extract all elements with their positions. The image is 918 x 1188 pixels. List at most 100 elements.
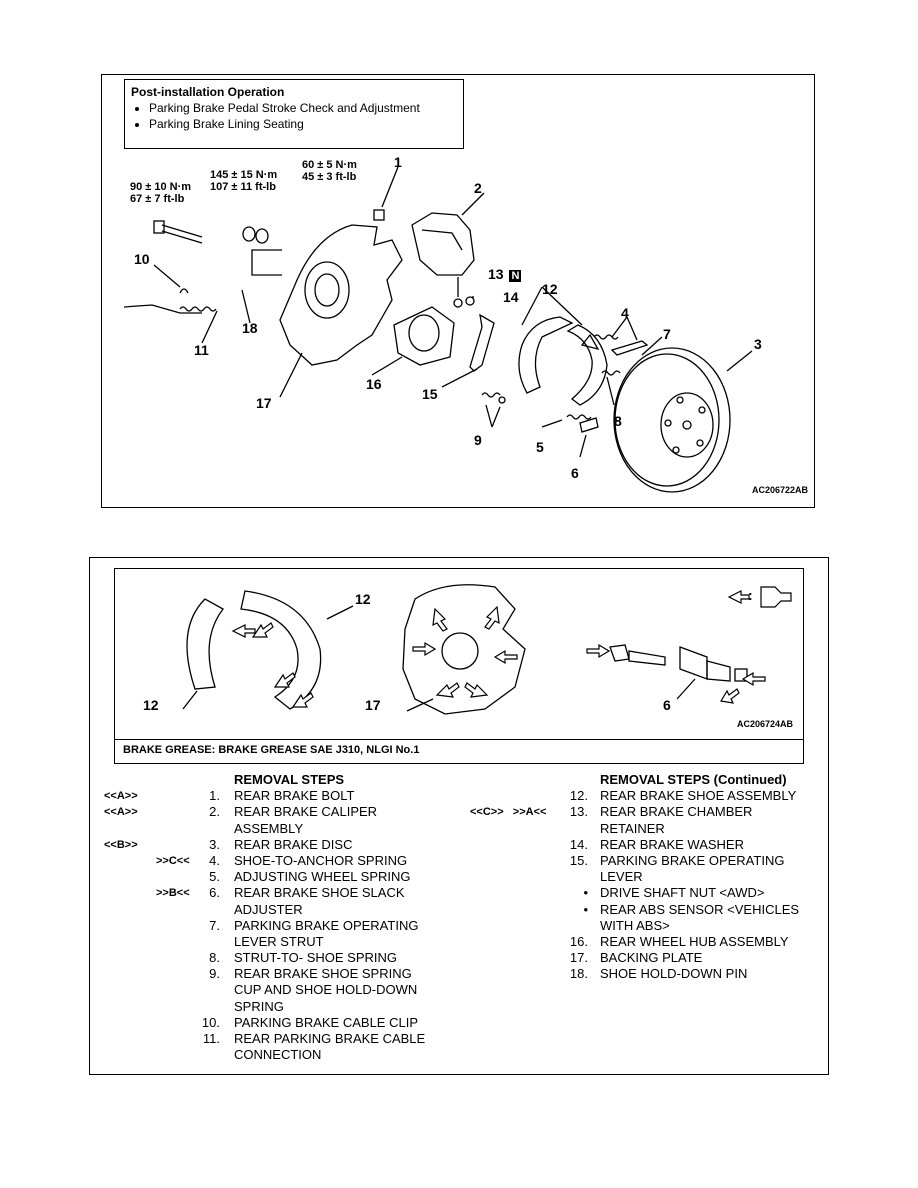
post-installation-list: Parking Brake Pedal Stroke Check and Adj… bbox=[131, 100, 457, 132]
grease-and-steps-figure: : 12 12 17 6 AC206724AB BRAKE GREASE: BR… bbox=[89, 557, 829, 1075]
step-text: SHOE-TO-ANCHOR SPRING bbox=[234, 852, 408, 868]
rear-brake-disc-drawing bbox=[613, 347, 731, 493]
figure-code: AC206722AB bbox=[752, 485, 809, 495]
grease-arrow bbox=[412, 641, 437, 657]
step-text: SPRING bbox=[234, 998, 284, 1014]
step-text: REAR BRAKE CHAMBER bbox=[600, 804, 753, 820]
step-text: WITH ABS> bbox=[600, 917, 670, 933]
step-text: REAR BRAKE CALIPER bbox=[234, 804, 378, 820]
step-text: REAR ABS SENSOR <VEHICLES bbox=[600, 901, 800, 917]
grease-points-diagram: : 12 12 17 6 AC206724AB bbox=[114, 568, 804, 740]
callout-15: 15 bbox=[422, 386, 438, 402]
step-row: 5. ADJUSTING WHEEL SPRING bbox=[104, 869, 464, 885]
step-number: 11. bbox=[202, 1031, 220, 1046]
new-part-marker: N bbox=[509, 270, 522, 282]
step-text: ADJUSTING WHEEL SPRING bbox=[234, 869, 411, 885]
step-row: 16. REAR WHEEL HUB ASSEMBLY bbox=[470, 934, 822, 950]
torque-nm: 90 ± 10 N·m bbox=[130, 181, 192, 193]
callout-14: 14 bbox=[503, 289, 519, 305]
service-symbol: <<A>> bbox=[104, 806, 138, 819]
backing-plate-drawing bbox=[279, 224, 403, 366]
post-installation-item: Parking Brake Lining Seating bbox=[149, 116, 457, 132]
torque-nm: 145 ± 15 N·m bbox=[210, 169, 278, 181]
step-row: 7. PARKING BRAKE OPERATING bbox=[104, 918, 464, 934]
callout-3: 3 bbox=[754, 336, 762, 352]
step-row: 18. SHOE HOLD-DOWN PIN bbox=[470, 966, 822, 982]
step-row: 10.PARKING BRAKE CABLE CLIP bbox=[104, 1015, 464, 1031]
callout-6: 6 bbox=[571, 465, 579, 481]
step-row: ASSEMBLY bbox=[104, 821, 464, 837]
step-row: WITH ABS> bbox=[470, 918, 822, 934]
grease-arrow bbox=[720, 688, 740, 704]
callout-12-shoe: 12 bbox=[355, 591, 371, 607]
post-installation-item: Parking Brake Pedal Stroke Check and Adj… bbox=[149, 100, 457, 116]
step-text: REAR BRAKE WASHER bbox=[600, 836, 744, 852]
grease-arrow bbox=[484, 605, 500, 630]
callout-6-adjuster: 6 bbox=[663, 697, 671, 713]
grease-arrow bbox=[586, 643, 611, 659]
callout-12-shoe: 12 bbox=[143, 697, 159, 713]
step-text: REAR BRAKE SHOE ASSEMBLY bbox=[600, 788, 797, 804]
torque-ftlb: 107 ± 11 ft-lb bbox=[210, 181, 276, 193]
callout-11: 11 bbox=[194, 342, 209, 358]
grease-arrow bbox=[493, 649, 518, 665]
callout-13-number: 13 bbox=[488, 266, 504, 282]
step-number: 4. bbox=[209, 852, 220, 868]
step-text: PARKING BRAKE OPERATING bbox=[234, 917, 419, 933]
exploded-view-illustration bbox=[123, 166, 753, 493]
torque-ftlb: 67 ± 7 ft-lb bbox=[130, 193, 185, 205]
step-text: PARKING BRAKE OPERATING bbox=[600, 852, 785, 868]
step-row: 8.STRUT-TO- SHOE SPRING bbox=[104, 950, 464, 966]
step-number: 17. bbox=[569, 950, 588, 966]
step-row: 11. REAR PARKING BRAKE CABLE bbox=[104, 1031, 464, 1047]
step-text: REAR PARKING BRAKE CABLE bbox=[234, 1031, 426, 1046]
callout-17-plate: 17 bbox=[365, 697, 381, 713]
step-number: 15. bbox=[569, 852, 588, 868]
grease-arrow bbox=[251, 622, 274, 638]
callout-17: 17 bbox=[256, 395, 272, 411]
removal-steps-header: REMOVAL STEPS (Continued) bbox=[600, 772, 787, 787]
step-number: 12. bbox=[569, 788, 588, 804]
step-text: RETAINER bbox=[600, 820, 665, 836]
step-row: 9.REAR BRAKE SHOE SPRING bbox=[104, 966, 464, 982]
service-symbol: <<A>> bbox=[104, 790, 138, 803]
step-row: • DRIVE SHAFT NUT <AWD> bbox=[470, 885, 822, 901]
step-number: 18. bbox=[569, 966, 588, 982]
service-symbol: >>C<< bbox=[156, 854, 190, 867]
step-row: • REAR ABS SENSOR <VEHICLES bbox=[470, 902, 822, 918]
step-row: <<C>> >>A<<13.REAR BRAKE CHAMBER bbox=[470, 804, 822, 820]
step-number: 7. bbox=[209, 917, 220, 933]
caliper-drawing bbox=[411, 212, 475, 276]
callout-1: 1 bbox=[394, 154, 402, 170]
bullet-icon: • bbox=[583, 885, 588, 901]
step-row: <<A>>1.REAR BRAKE BOLT bbox=[104, 788, 464, 804]
bullet-icon: • bbox=[583, 901, 588, 917]
parking-lever-drawing bbox=[469, 313, 495, 372]
grease-arrow bbox=[435, 682, 460, 698]
grease-specification: BRAKE GREASE: BRAKE GREASE SAE J310, NLG… bbox=[114, 740, 804, 764]
step-text: CONNECTION bbox=[234, 1047, 322, 1063]
torque-spec-3: 90 ± 10 N·m 67 ± 7 ft-lb bbox=[130, 181, 191, 205]
step-text: REAR BRAKE SHOE SLACK bbox=[234, 885, 405, 901]
step-text: LEVER STRUT bbox=[234, 933, 324, 949]
service-symbol: <<C>> >>A<< bbox=[470, 806, 547, 819]
step-number: 8. bbox=[209, 950, 220, 966]
grease-gun-icon bbox=[760, 586, 792, 608]
step-row: 17. BACKING PLATE bbox=[470, 950, 822, 966]
callout-12: 12 bbox=[542, 281, 558, 297]
step-row: CONNECTION bbox=[104, 1047, 464, 1063]
torque-ftlb: 45 ± 3 ft-lb bbox=[302, 171, 357, 183]
step-text: PARKING BRAKE CABLE CLIP bbox=[234, 1014, 418, 1030]
callout-4: 4 bbox=[621, 305, 629, 321]
step-text: BACKING PLATE bbox=[600, 950, 703, 966]
callout-16: 16 bbox=[366, 376, 382, 392]
step-number: 16. bbox=[569, 933, 588, 949]
callout-5: 5 bbox=[536, 439, 544, 455]
exploded-view-figure: Post-installation Operation Parking Brak… bbox=[101, 74, 815, 508]
step-number: 5. bbox=[209, 869, 220, 885]
step-text: SHOE HOLD-DOWN PIN bbox=[600, 966, 748, 982]
step-row: RETAINER bbox=[470, 821, 822, 837]
step-text: DRIVE SHAFT NUT <AWD> bbox=[600, 885, 765, 901]
grease-points-illustration bbox=[182, 584, 792, 715]
step-text: REAR WHEEL HUB ASSEMBLY bbox=[600, 933, 789, 949]
